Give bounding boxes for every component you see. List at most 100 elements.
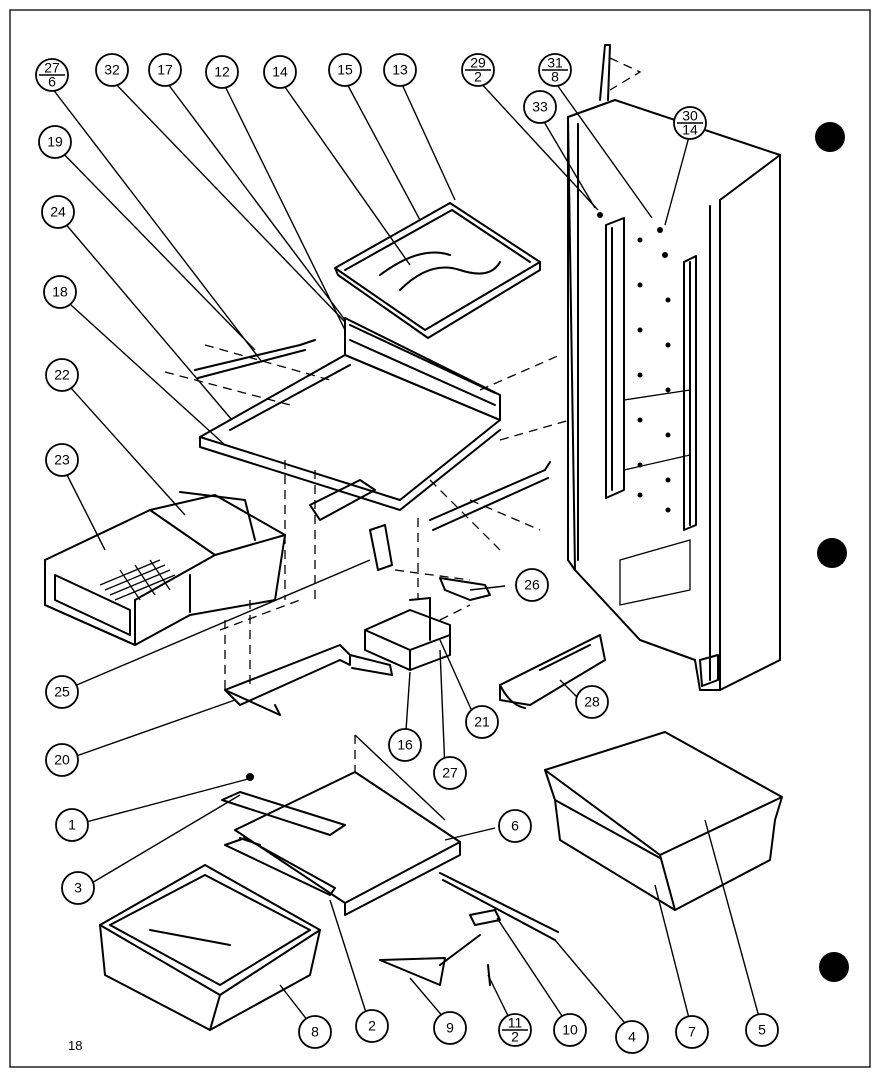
callout-label: 12 [214,64,230,80]
callout-label: 3 [74,880,82,896]
lower-drawer-cover [221,771,559,941]
callout-32: 32 [95,53,129,87]
callout-24: 24 [41,195,75,229]
leader-lines [51,79,763,1036]
callout-numerator: 11 [508,1015,523,1031]
callout-circle [745,1013,779,1047]
callout-25: 25 [45,675,79,709]
callout-denominator: 8 [551,69,559,85]
callout-label: 26 [524,577,540,593]
callout-denominator: 6 [48,74,56,90]
rail-20 [219,460,393,780]
callout-numerator: 27 [44,60,60,76]
callout-6: 6 [498,809,532,843]
cabinet-liner [567,44,781,691]
callout-29-2: 292 [461,53,495,87]
callout-3: 3 [61,871,95,905]
callout-5: 5 [745,1013,779,1047]
callout-7: 7 [675,1015,709,1049]
callout-circle [433,1011,467,1045]
callout-circle [355,1009,389,1043]
callout-17: 17 [148,53,182,87]
callout-label: 16 [397,737,413,753]
callout-23: 23 [45,443,79,477]
callout-4: 4 [615,1020,649,1054]
callout-label: 10 [562,1022,578,1038]
callout-circle [383,53,417,87]
callout-circle [615,1020,649,1054]
callout-label: 14 [272,64,288,80]
callout-circle [45,675,79,709]
callout-8: 8 [298,1015,332,1049]
callout-label: 25 [54,684,70,700]
page-number: 18 [68,1038,83,1053]
shelf-brackets [364,518,491,671]
divider-parts [379,909,501,986]
callout-denominator: 2 [474,69,482,85]
callout-14: 14 [263,55,297,89]
callout-circle [465,705,499,739]
callout-numerator: 31 [547,55,563,71]
callout-18: 18 [43,275,77,309]
callout-label: 21 [474,714,490,730]
callout-circle [38,125,72,159]
callout-label: 18 [52,284,68,300]
callout-label: 5 [758,1022,766,1038]
callout-20: 20 [45,743,79,777]
callout-label: 23 [54,452,70,468]
callout-circle [55,808,89,842]
meat-keeper-cover [544,731,783,911]
callout-label: 20 [54,752,70,768]
callout-numerator: 30 [682,108,698,124]
callout-circle [45,443,79,477]
callout-28: 28 [575,685,609,719]
callout-label: 8 [311,1024,319,1040]
callout-circle [263,55,297,89]
callout-12: 12 [205,55,239,89]
page-border [9,9,871,1068]
callout-circle [575,685,609,719]
callout-13: 13 [383,53,417,87]
callout-27-6: 276 [35,58,69,92]
callout-22: 22 [45,358,79,392]
callout-27: 27 [433,756,467,790]
callout-circle [45,358,79,392]
callout-label: 32 [104,62,120,78]
callout-9: 9 [433,1011,467,1045]
callout-circle [43,275,77,309]
callout-numerator: 29 [470,55,486,71]
callout-circle [675,1015,709,1049]
callout-label: 1 [68,817,76,833]
callout-label: 24 [50,204,66,220]
callout-circle [61,871,95,905]
callout-circle [328,53,362,87]
callout-label: 19 [47,134,63,150]
callout-circle [498,809,532,843]
callout-label: 6 [511,818,519,834]
callout-denominator: 2 [511,1029,519,1045]
crisper-drawers [44,491,286,646]
callout-16: 16 [388,728,422,762]
callout-label: 28 [584,694,600,710]
callout-1: 1 [55,808,89,842]
callout-label: 22 [54,367,70,383]
callout-circle [553,1013,587,1047]
binder-holes [815,122,849,982]
callout-19: 19 [38,125,72,159]
callout-33: 33 [523,90,557,124]
callout-2: 2 [355,1009,389,1043]
callout-circle [388,728,422,762]
callout-circle [205,55,239,89]
callout-circle [523,90,557,124]
callout-label: 15 [337,62,353,78]
callout-circle [298,1015,332,1049]
main-shelf-frame [164,317,571,551]
callout-circle [433,756,467,790]
callout-circle [45,743,79,777]
callout-label: 17 [157,62,173,78]
callout-label: 13 [392,62,408,78]
callout-31-8: 318 [538,53,572,87]
